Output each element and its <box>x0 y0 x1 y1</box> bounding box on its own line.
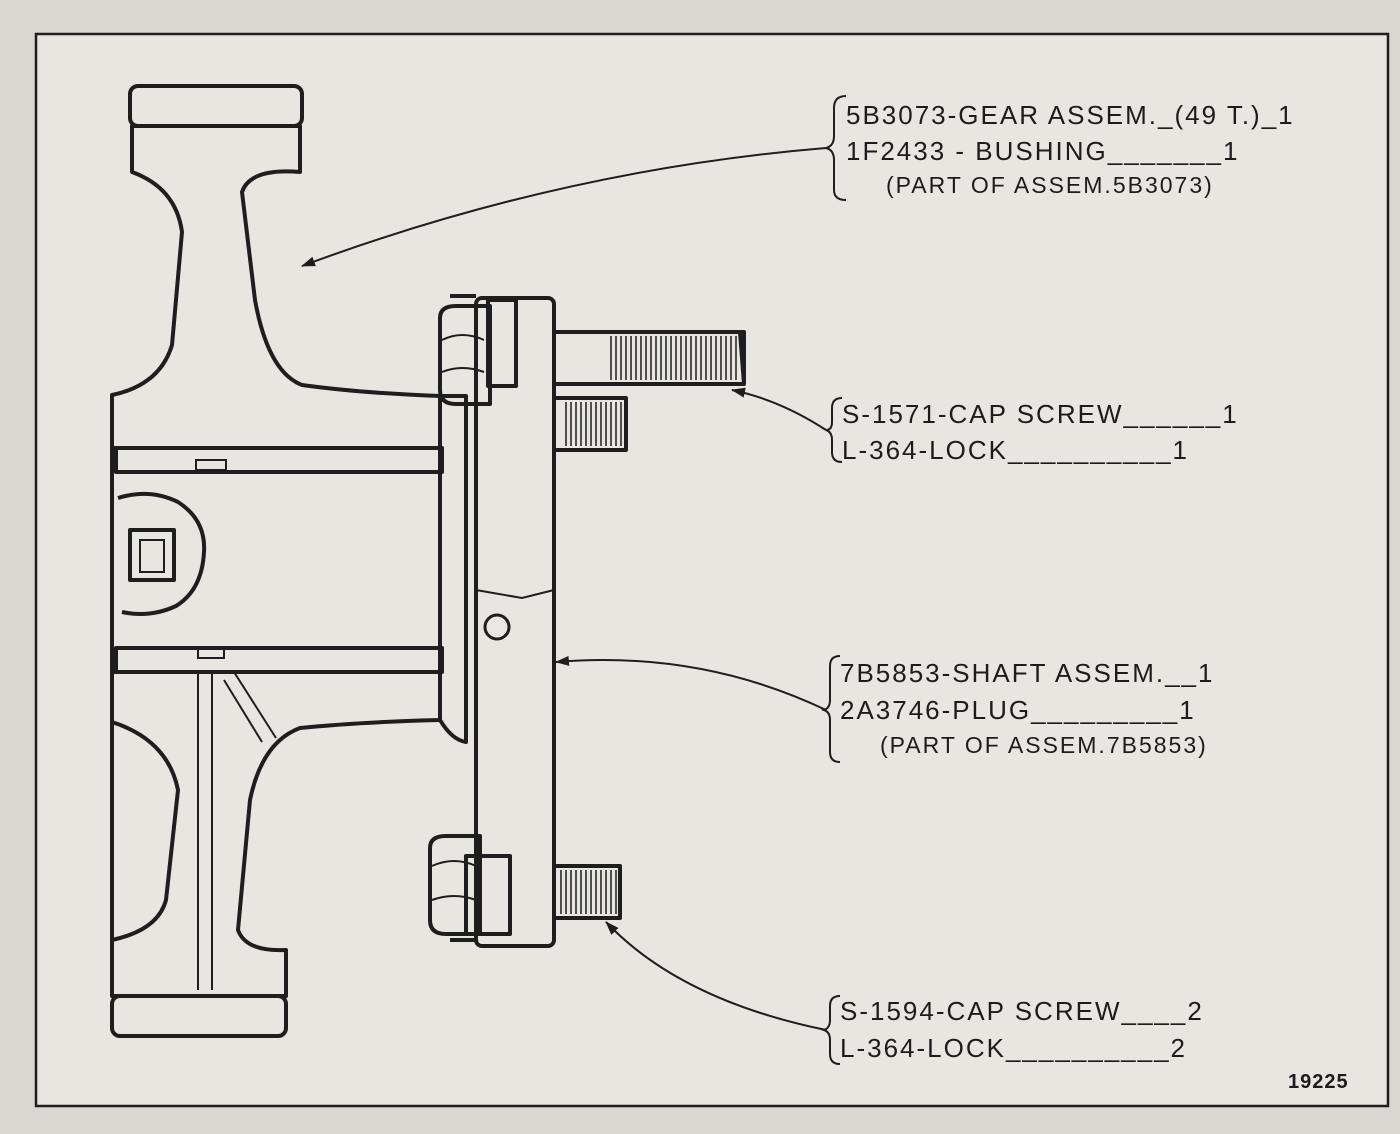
callout-gear: 5B3073-GEAR ASSEM._(49 T.)_1 1F2433 - BU… <box>846 100 1295 198</box>
callout-shaft-line-1: 7B5853-SHAFT ASSEM.__1 <box>840 658 1214 688</box>
shaft-collar <box>438 394 468 744</box>
leader-lines <box>301 147 827 1031</box>
cutaway-pocket <box>117 491 207 616</box>
callout-cap-screw-lower-line-2: L-364-LOCK__________2 <box>840 1033 1187 1063</box>
callout-cap-screw-upper: S-1571-CAP SCREW______1 L-364-LOCK______… <box>842 399 1239 465</box>
cap-screw-s1594 <box>552 864 622 920</box>
oil-groove-upper <box>195 459 227 471</box>
leader-gear <box>301 147 827 267</box>
callout-shaft-line-2: 2A3746-PLUG_________1 <box>840 695 1196 725</box>
callout-shaft: 7B5853-SHAFT ASSEM.__1 2A3746-PLUG______… <box>840 658 1214 758</box>
callout-cap-screw-lower: S-1594-CAP SCREW____2 L-364-LOCK________… <box>840 996 1204 1063</box>
callout-gear-note: (PART OF ASSEM.5B3073) <box>886 172 1214 198</box>
callout-braces <box>820 95 847 1065</box>
callout-cap-screw-upper-line-1: S-1571-CAP SCREW______1 <box>842 399 1239 429</box>
lock-upper <box>486 298 518 388</box>
cap-screw-head-upper <box>438 304 492 406</box>
stud-upper <box>552 396 628 452</box>
leader-cap-screw-upper <box>731 387 827 431</box>
leader-shaft <box>555 655 827 711</box>
oil-passage-vertical <box>197 672 213 990</box>
shaft-break-line <box>475 589 555 600</box>
gear-assembly <box>110 84 444 1038</box>
figure-number: 19225 <box>1288 1071 1349 1093</box>
gear-web-lower <box>110 670 442 998</box>
plug-hole <box>483 613 511 641</box>
callout-gear-line-2: 1F2433 - BUSHING_______1 <box>846 136 1239 166</box>
shaft-assembly <box>428 294 746 948</box>
callout-cap-screw-lower-line-1: S-1594-CAP SCREW____2 <box>840 996 1204 1026</box>
leader-cap-screw-lower <box>605 921 827 1031</box>
plug-inner <box>139 539 165 573</box>
lock-lower <box>464 854 512 936</box>
drawing-border <box>34 32 1390 1108</box>
plug-body <box>128 528 176 582</box>
callout-cap-screw-upper-line-2: L-364-LOCK__________1 <box>842 435 1189 465</box>
oil-groove-lower <box>197 647 225 659</box>
callout-shaft-note: (PART OF ASSEM.7B5853) <box>880 732 1208 758</box>
callout-gear-line-1: 5B3073-GEAR ASSEM._(49 T.)_1 <box>846 100 1295 130</box>
gear-web-upper <box>110 124 442 450</box>
oil-passage-angled <box>223 671 277 743</box>
